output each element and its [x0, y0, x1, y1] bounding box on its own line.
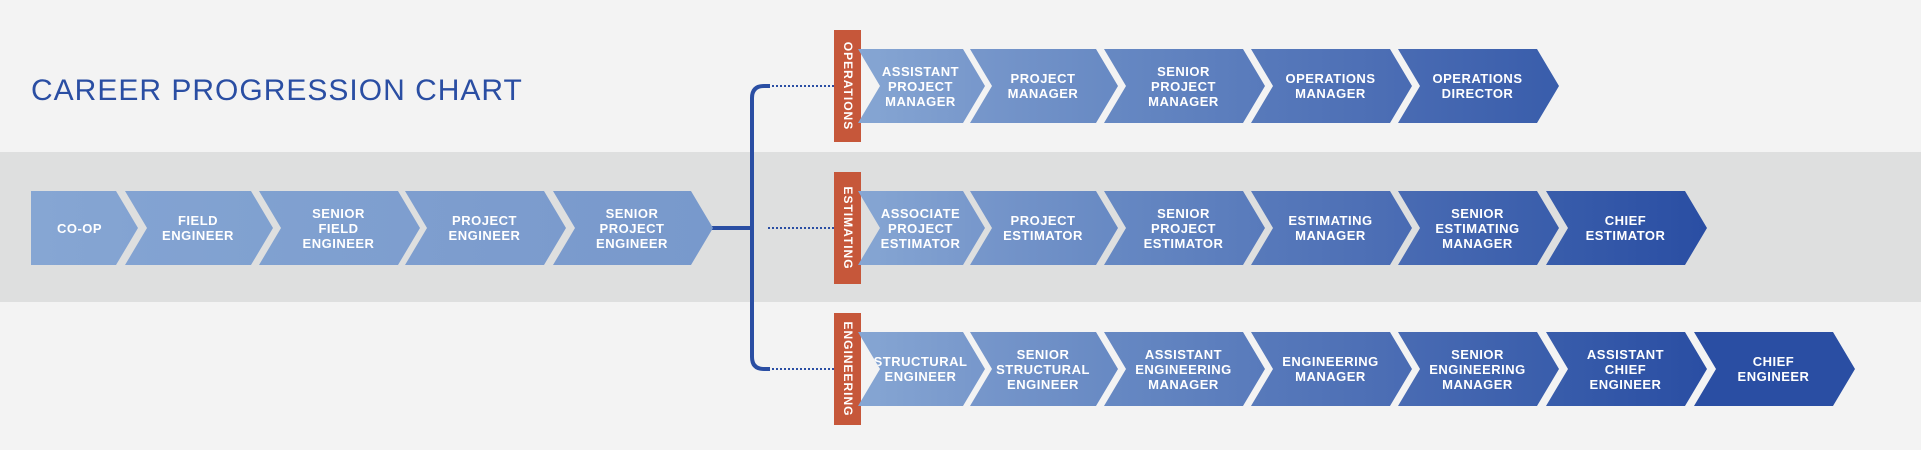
chevron-label: SENIOR STRUCTURAL ENGINEER [996, 346, 1090, 392]
connector-bracket [750, 84, 770, 371]
chevron-estimating-step: ESTIMATING MANAGER [1251, 191, 1412, 265]
chevron-label: SENIOR FIELD ENGINEER [302, 205, 375, 251]
chevron-label: CHIEF ENGINEER [1737, 354, 1810, 384]
chevron-operations-step: SENIOR PROJECT MANAGER [1104, 49, 1265, 123]
chevron-engineering-step: ASSISTANT CHIEF ENGINEER [1546, 332, 1707, 406]
chevron-base-step: FIELD ENGINEER [125, 191, 273, 265]
chevron-base-step: SENIOR PROJECT ENGINEER [553, 191, 713, 265]
chevron-estimating-step: PROJECT ESTIMATOR [970, 191, 1118, 265]
chevron-base-step: PROJECT ENGINEER [405, 191, 566, 265]
chevron-label: SENIOR PROJECT ENGINEER [596, 205, 668, 251]
chevron-base-step: SENIOR FIELD ENGINEER [259, 191, 420, 265]
chevron-operations-step: OPERATIONS DIRECTOR [1398, 49, 1559, 123]
chevron-label: STRUCTURAL ENGINEER [873, 354, 968, 384]
chevron-operations-step: PROJECT MANAGER [970, 49, 1118, 123]
chevron-label: SENIOR ENGINEERING MANAGER [1429, 346, 1526, 392]
chevron-base-step: CO-OP [31, 191, 138, 265]
chevron-estimating-step: SENIOR PROJECT ESTIMATOR [1104, 191, 1265, 265]
chevron-label: SENIOR PROJECT ESTIMATOR [1143, 205, 1224, 251]
chevron-estimating-step: SENIOR ESTIMATING MANAGER [1398, 191, 1559, 265]
chevron-label: PROJECT ESTIMATOR [1003, 213, 1083, 243]
chevron-engineering-step: ASSISTANT ENGINEERING MANAGER [1104, 332, 1265, 406]
branch-label: ENGINEERING [840, 321, 855, 417]
chevron-label: OPERATIONS MANAGER [1285, 71, 1376, 101]
branch-tab-operations: OPERATIONS [834, 30, 861, 142]
chevron-label: PROJECT MANAGER [1007, 71, 1079, 101]
chevron-label: ASSISTANT CHIEF ENGINEER [1586, 346, 1665, 392]
chevron-label: ESTIMATING MANAGER [1288, 213, 1373, 243]
chevron-label: ASSOCIATE PROJECT ESTIMATOR [880, 205, 961, 251]
chevron-label: ASSISTANT PROJECT MANAGER [881, 63, 960, 109]
chevron-engineering-step: ENGINEERING MANAGER [1251, 332, 1412, 406]
branch-tab-estimating: ESTIMATING [834, 172, 861, 284]
chevron-label: OPERATIONS DIRECTOR [1432, 71, 1523, 101]
chevron-label: SENIOR PROJECT MANAGER [1148, 63, 1219, 109]
chevron-label: ASSISTANT ENGINEERING MANAGER [1135, 346, 1232, 392]
chevron-label: CHIEF ESTIMATOR [1585, 213, 1666, 243]
chevron-operations-step: OPERATIONS MANAGER [1251, 49, 1412, 123]
branch-label: ESTIMATING [840, 186, 855, 270]
chevron-label: PROJECT ENGINEER [448, 213, 521, 243]
branch-label: OPERATIONS [840, 41, 855, 131]
chevron-label: ENGINEERING MANAGER [1282, 354, 1379, 384]
chevron-engineering-step: CHIEF ENGINEER [1694, 332, 1855, 406]
chevron-label: SENIOR ESTIMATING MANAGER [1435, 205, 1520, 251]
chevron-label: CO-OP [56, 220, 103, 236]
chevron-engineering-step: SENIOR ENGINEERING MANAGER [1398, 332, 1559, 406]
branch-tab-engineering: ENGINEERING [834, 313, 861, 425]
page-title: CAREER PROGRESSION CHART [31, 74, 523, 107]
chevron-estimating-step: CHIEF ESTIMATOR [1546, 191, 1707, 265]
chevron-engineering-step: SENIOR STRUCTURAL ENGINEER [970, 332, 1118, 406]
chevron-label: FIELD ENGINEER [162, 213, 234, 243]
